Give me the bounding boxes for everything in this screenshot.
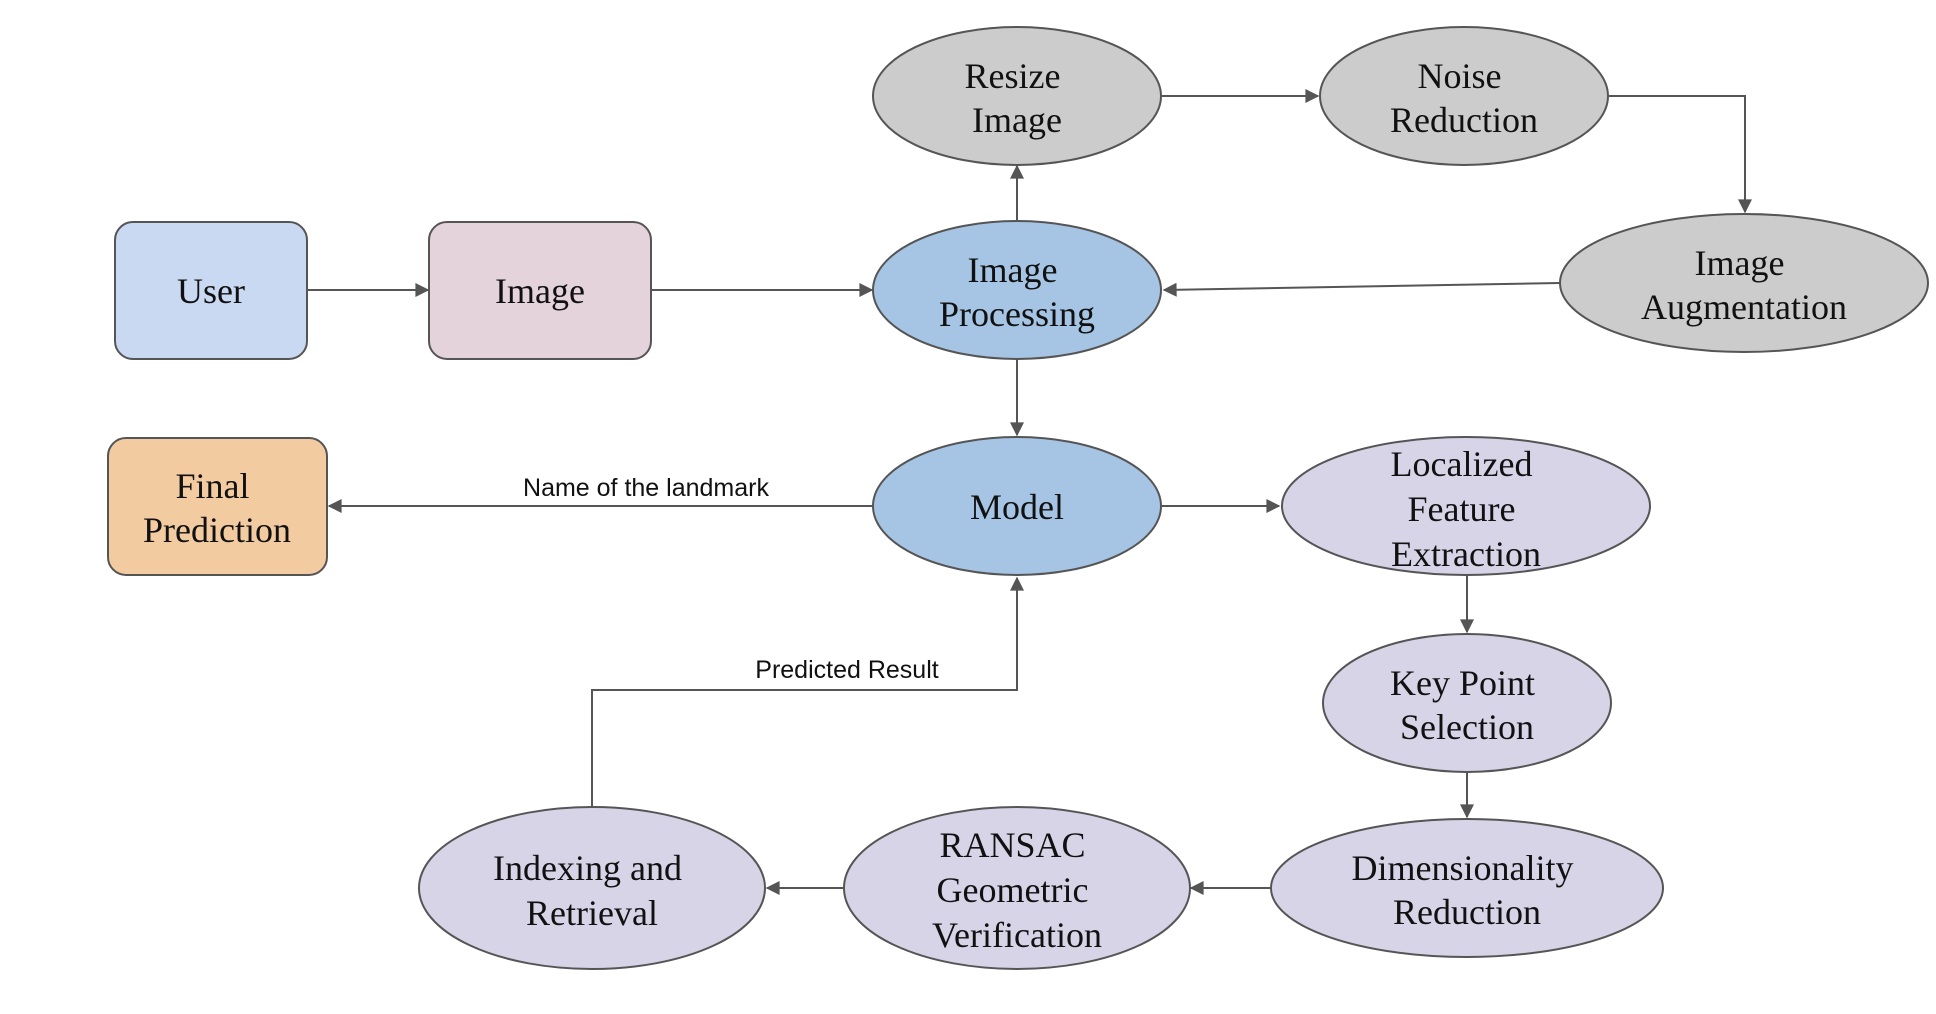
node-resize-image-label: Resize Image xyxy=(965,56,1070,140)
edge-indexing-to-model xyxy=(591,576,1024,806)
node-final-prediction-shape xyxy=(107,437,328,576)
edge-label-predicted-result: Predicted Result xyxy=(755,656,938,684)
node-noise-reduction-line-1: Noise xyxy=(1418,56,1502,96)
node-ransac-geometric-verification-line-3: Verification xyxy=(932,915,1102,955)
node-user-label: User xyxy=(177,271,245,311)
node-resize-image-line-1: Resize xyxy=(965,56,1061,96)
node-image-augmentation-shape xyxy=(1559,213,1929,353)
node-localized-feature-extraction-line-2: Feature xyxy=(1408,489,1516,529)
node-image-processing-label: Image Processing xyxy=(939,250,1095,334)
node-ransac-geometric-verification-line-1: RANSAC xyxy=(939,825,1085,865)
node-image-processing-shape xyxy=(872,220,1162,360)
node-dimensionality-reduction-line-2: Reduction xyxy=(1393,892,1541,932)
node-image-processing-line-1: Image xyxy=(968,250,1058,290)
node-key-point-selection-line-1: Key Point xyxy=(1390,663,1535,703)
node-noise-reduction-shape xyxy=(1319,26,1609,166)
node-image-augmentation-line-1: Image xyxy=(1695,243,1785,283)
node-dimensionality-reduction-shape xyxy=(1270,818,1664,958)
node-image-shape xyxy=(428,221,652,360)
node-dimensionality-reduction: Dimensionality Reduction xyxy=(1270,818,1664,958)
edge-augmentation-to-processing xyxy=(1162,282,1561,297)
node-noise-reduction-label: Noise Reduction xyxy=(1390,56,1538,140)
node-image-processing-line-2: Processing xyxy=(939,294,1095,334)
node-final-prediction-label: Final Prediction xyxy=(143,466,291,550)
node-indexing-and-retrieval-shape xyxy=(418,806,766,970)
node-dimensionality-reduction-line-1: Dimensionality xyxy=(1352,848,1574,888)
node-dimensionality-reduction-label: Dimensionality Reduction xyxy=(1352,848,1583,932)
node-indexing-and-retrieval: Indexing and Retrieval xyxy=(418,806,766,970)
node-final-prediction-line-1: Final xyxy=(175,466,249,506)
node-ransac-geometric-verification: RANSAC Geometric Verification xyxy=(843,806,1191,970)
node-image: Image xyxy=(428,221,652,360)
node-image-augmentation-line-2: Augmentation xyxy=(1641,287,1847,327)
node-image-augmentation: Image Augmentation xyxy=(1559,213,1929,353)
node-image-label: Image xyxy=(495,271,585,311)
edge-label-name-of-the-landmark: Name of the landmark xyxy=(523,474,769,502)
node-noise-reduction-line-2: Reduction xyxy=(1390,100,1538,140)
node-localized-feature-extraction-shape xyxy=(1281,436,1651,576)
node-image-processing: Image Processing xyxy=(872,220,1162,360)
node-final-prediction: Final Prediction xyxy=(107,437,328,576)
node-ransac-geometric-verification-label: RANSAC Geometric Verification xyxy=(932,825,1102,955)
node-final-prediction-line-2: Prediction xyxy=(143,510,291,550)
node-user: User xyxy=(114,221,308,360)
node-model-label: Model xyxy=(970,487,1064,527)
node-indexing-and-retrieval-label: Indexing and Retrieval xyxy=(493,848,691,933)
node-model: Model xyxy=(872,436,1162,576)
node-localized-feature-extraction: Localized Feature Extraction xyxy=(1281,436,1651,576)
node-user-shape xyxy=(114,221,308,360)
node-noise-reduction: Noise Reduction xyxy=(1319,26,1609,166)
node-localized-feature-extraction-line-1: Localized xyxy=(1391,444,1533,484)
node-key-point-selection: Key Point Selection xyxy=(1322,633,1612,773)
node-localized-feature-extraction-line-3: Extraction xyxy=(1391,534,1541,574)
node-model-shape xyxy=(872,436,1162,576)
node-indexing-and-retrieval-line-2: Retrieval xyxy=(526,893,658,933)
node-resize-image-line-2: Image xyxy=(972,100,1062,140)
edges xyxy=(307,89,1752,895)
node-resize-image-shape xyxy=(872,26,1162,166)
node-ransac-geometric-verification-shape xyxy=(843,806,1191,970)
edge-noise-to-augmentation xyxy=(1609,95,1752,214)
node-resize-image: Resize Image xyxy=(872,26,1162,166)
node-key-point-selection-label: Key Point Selection xyxy=(1390,663,1544,747)
node-key-point-selection-shape xyxy=(1322,633,1612,773)
node-localized-feature-extraction-label: Localized Feature Extraction xyxy=(1391,444,1542,574)
node-key-point-selection-line-2: Selection xyxy=(1400,707,1534,747)
node-indexing-and-retrieval-line-1: Indexing and xyxy=(493,848,682,888)
node-ransac-geometric-verification-line-2: Geometric xyxy=(937,870,1089,910)
node-image-augmentation-label: Image Augmentation xyxy=(1641,243,1847,327)
